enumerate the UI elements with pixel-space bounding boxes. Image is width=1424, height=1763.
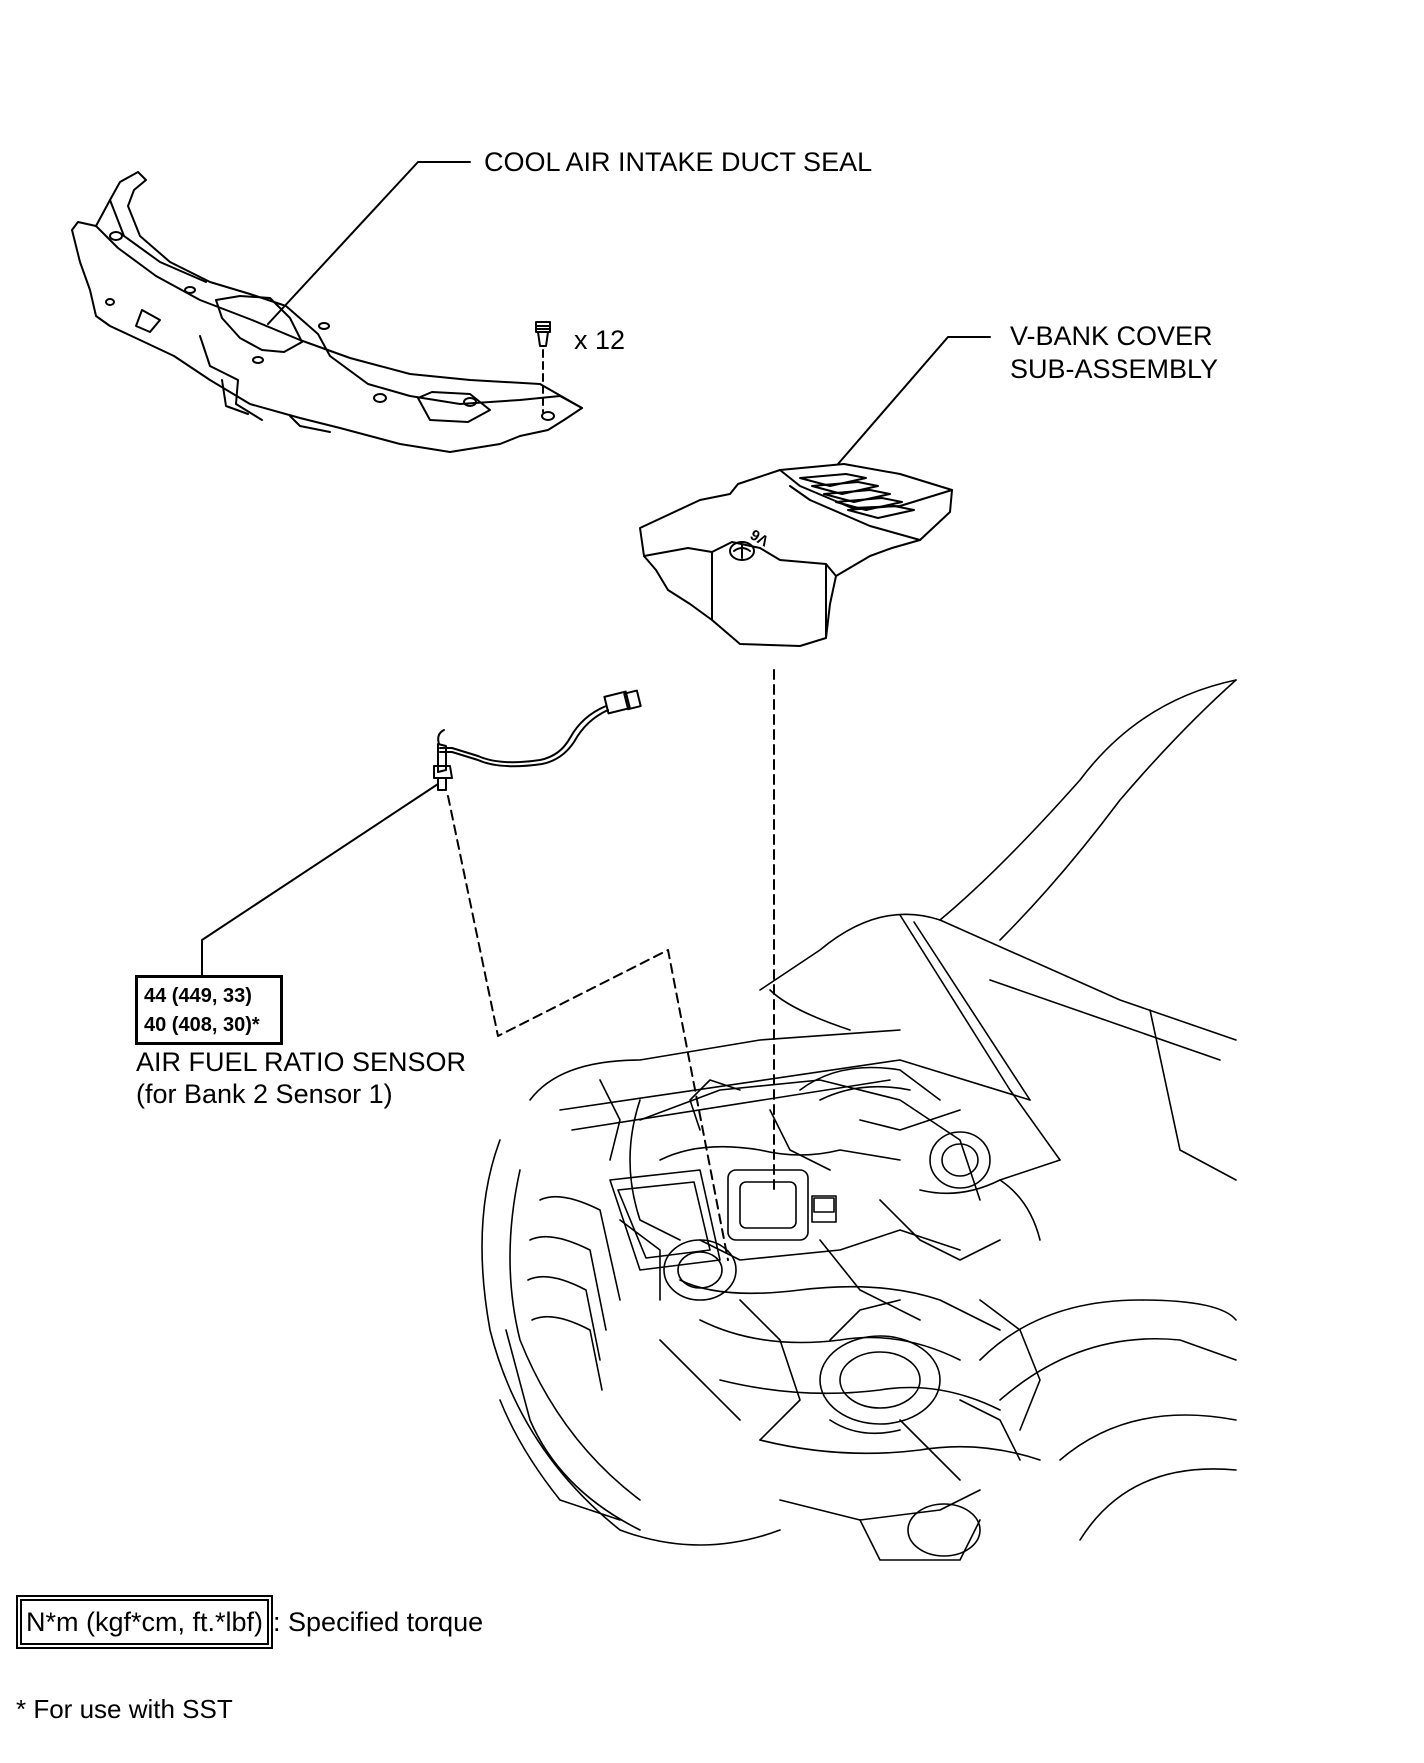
cool-air-intake-duct-seal-leader [267, 161, 471, 325]
sst-footnote: * For use with SST [16, 1694, 233, 1724]
air-fuel-ratio-sensor-part [433, 689, 642, 791]
vehicle-engine-bay [481, 679, 1237, 1561]
air-fuel-ratio-sensor-install-line [447, 795, 729, 1261]
v-bank-cover-part: V6 [639, 463, 953, 647]
cover-mark-text: V6 [748, 525, 772, 549]
torque-legend-meaning: : Specified torque [273, 1607, 484, 1637]
clip-part [535, 321, 551, 413]
cool-air-intake-duct-seal-label: COOL AIR INTAKE DUCT SEAL [484, 147, 873, 177]
clip-quantity-label: x 12 [574, 325, 626, 355]
torque-spec-line2: 40 (408, 30)* [144, 1014, 260, 1036]
torque-spec-line1: 44 (449, 33) [144, 985, 252, 1007]
v-bank-cover-leader [837, 336, 991, 465]
v-bank-cover-label-line1: V-BANK COVER [1010, 321, 1213, 351]
torque-spec-box: 44 (449, 33) 40 (408, 30)* [135, 975, 283, 1045]
torque-legend-unit-box: N*m (kgf*cm, ft.*lbf) [16, 1595, 274, 1649]
v-bank-cover-label-line2: SUB-ASSEMBLY [1010, 354, 1219, 384]
torque-legend: N*m (kgf*cm, ft.*lbf): Specified torque [16, 1595, 483, 1649]
air-fuel-ratio-sensor-sublabel: (for Bank 2 Sensor 1) [136, 1079, 393, 1109]
air-fuel-ratio-sensor-label: AIR FUEL RATIO SENSOR [136, 1047, 467, 1077]
torque-legend-unit: N*m (kgf*cm, ft.*lbf) [20, 1599, 270, 1645]
cool-air-intake-duct-seal-part [71, 171, 583, 453]
air-fuel-ratio-sensor-leader [201, 783, 439, 976]
